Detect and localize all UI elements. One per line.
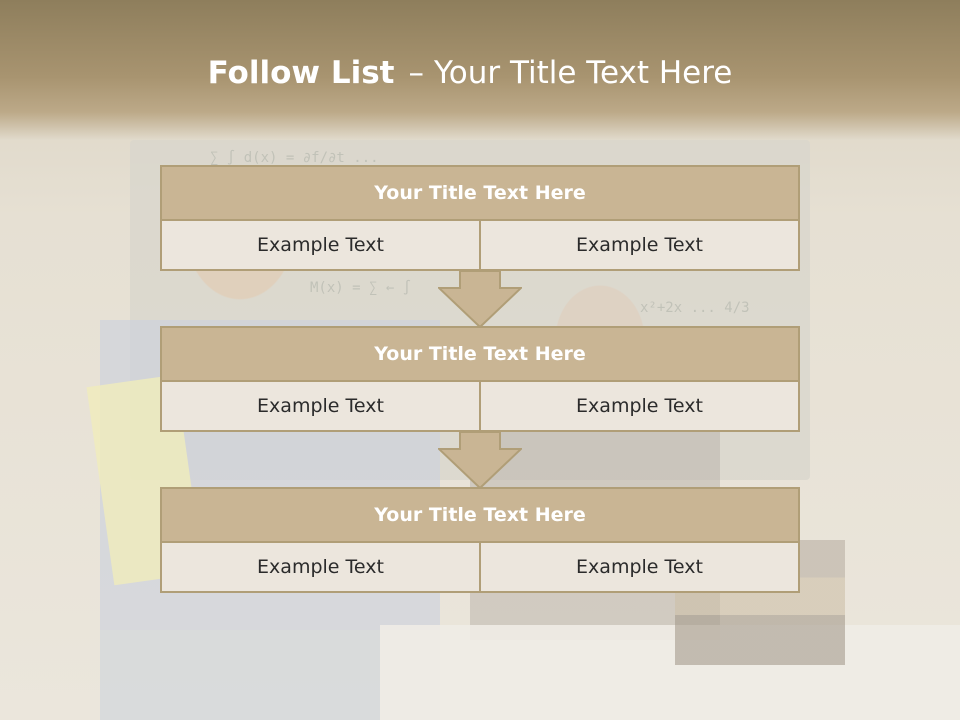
list-block-right-cell: Example Text	[481, 382, 800, 432]
slide-title-rest: Your Title Text Here	[433, 55, 733, 91]
list-block-left-cell: Example Text	[160, 382, 481, 432]
title-banner	[0, 0, 960, 140]
slide-title: Follow List–Your Title Text Here	[0, 55, 940, 91]
down-arrow-icon	[438, 270, 522, 328]
list-block-right-cell: Example Text	[481, 543, 800, 593]
list-block-left-cell: Example Text	[160, 543, 481, 593]
list-block-row: Example Text Example Text	[160, 382, 800, 432]
list-block-row: Example Text Example Text	[160, 543, 800, 593]
list-block-title: Your Title Text Here	[160, 487, 800, 543]
slide-title-bold: Follow List	[207, 55, 395, 91]
list-block-right-cell: Example Text	[481, 221, 800, 271]
desk-image	[380, 625, 960, 720]
list-block-row: Example Text Example Text	[160, 221, 800, 271]
chalkboard-formula: ∑ ∫ d(x) = ∂f/∂t ...	[210, 150, 379, 166]
list-block-left-cell: Example Text	[160, 221, 481, 271]
list-block-title: Your Title Text Here	[160, 165, 800, 221]
list-block-3: Your Title Text Here Example Text Exampl…	[160, 487, 800, 593]
list-block-1: Your Title Text Here Example Text Exampl…	[160, 165, 800, 271]
list-block-title: Your Title Text Here	[160, 326, 800, 382]
list-block-2: Your Title Text Here Example Text Exampl…	[160, 326, 800, 432]
slide-title-separator: –	[408, 55, 424, 91]
down-arrow-icon	[438, 431, 522, 489]
